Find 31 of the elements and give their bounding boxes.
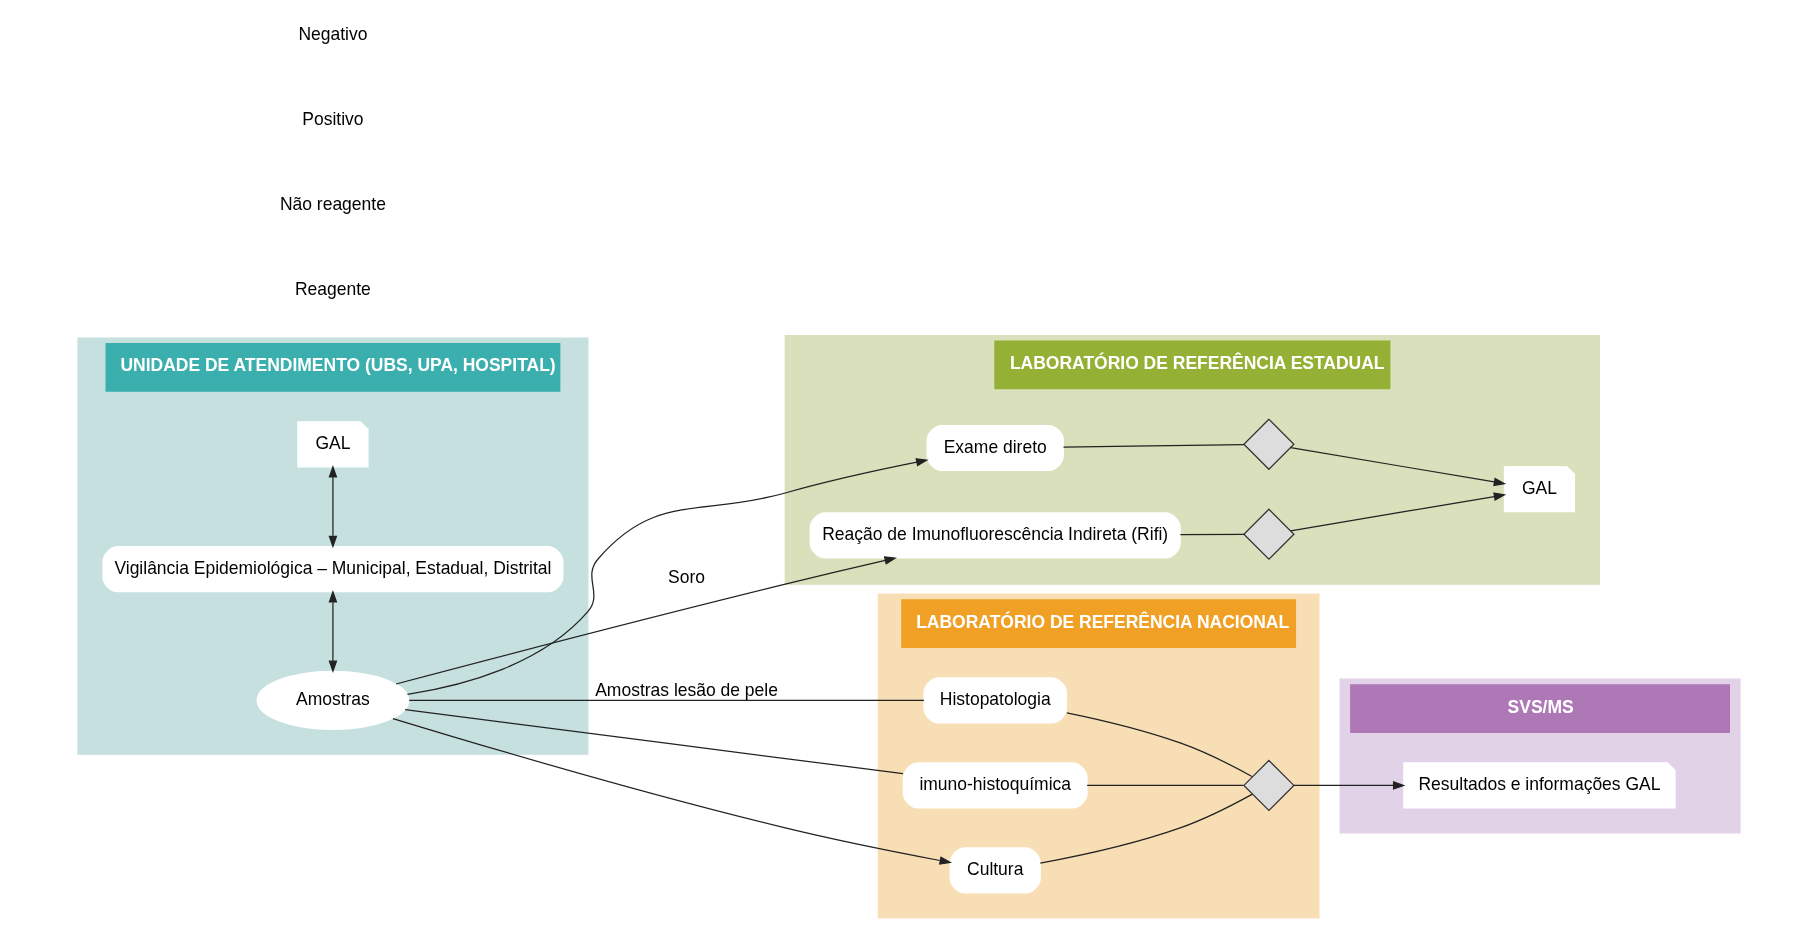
arrow — [1293, 781, 1406, 790]
edge-label: Soro — [668, 567, 706, 588]
arrow — [406, 458, 929, 695]
label: Reagente — [295, 279, 371, 300]
node-box: Cultura — [949, 847, 1041, 894]
label: Não reagente — [279, 194, 386, 215]
node-ellipse: Amostras — [256, 670, 410, 730]
arrow — [1290, 447, 1507, 487]
node-diamond — [1243, 418, 1295, 471]
edge-label: Amostras lesão de pele — [595, 679, 778, 700]
node-diamond — [1243, 508, 1295, 561]
connector — [1039, 793, 1253, 864]
label: Negativo — [298, 24, 368, 45]
connector — [404, 708, 904, 775]
node-box: Vigilância Epidemiológica – Municipal, Estadual, Distrital — [102, 546, 564, 593]
arrow — [328, 465, 338, 549]
node-box: Reação de Imunofluorescência Indireta (Rifi) — [809, 512, 1181, 559]
connector — [1179, 533, 1245, 536]
node-diamond — [1243, 759, 1295, 812]
connector — [408, 699, 925, 702]
arrow — [395, 556, 897, 685]
arrow — [392, 717, 953, 865]
node-box: Exame direto — [926, 424, 1064, 472]
node-box: Histopatologia — [923, 677, 1068, 724]
connector — [1086, 784, 1245, 787]
label: Positivo — [302, 109, 364, 130]
connector — [1066, 712, 1253, 778]
arrow — [328, 590, 338, 674]
connector — [1062, 443, 1245, 448]
node-box: imuno-histoquímica — [902, 762, 1088, 809]
arrow — [1290, 492, 1507, 532]
